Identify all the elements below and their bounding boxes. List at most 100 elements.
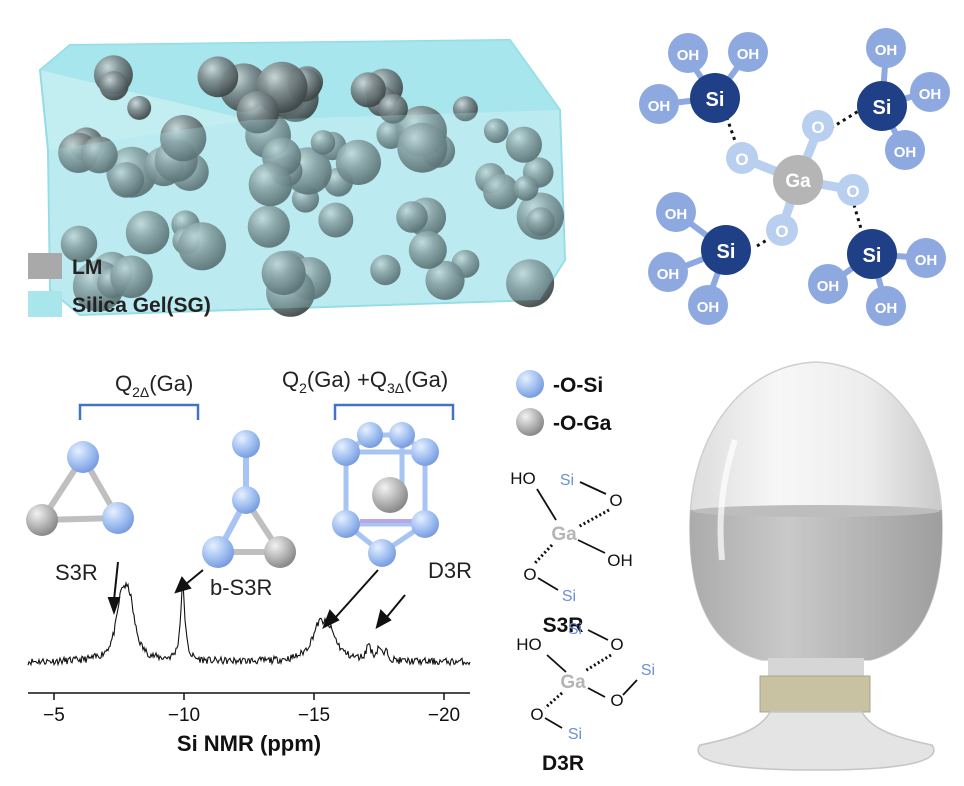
svg-text:Si: Si bbox=[560, 472, 574, 489]
svg-text:Ga: Ga bbox=[560, 672, 586, 693]
bond-o-si2 bbox=[830, 102, 871, 130]
svg-text:OH: OH bbox=[737, 46, 760, 63]
bracket-label-q2-q3d: Q2(Ga) +Q3Δ(Ga) bbox=[282, 367, 448, 396]
atom-legend-si-ball bbox=[516, 370, 544, 398]
scheme-d3r: Si O HO Ga O Si O Si D3R bbox=[516, 621, 655, 775]
atom-legend: -O-Si -O-Ga bbox=[516, 370, 612, 436]
assignment-arrows bbox=[107, 561, 406, 630]
lm-sphere bbox=[60, 225, 98, 263]
svg-text:Si: Si bbox=[717, 241, 736, 263]
bottle-neck bbox=[768, 658, 864, 676]
svg-text:OH: OH bbox=[875, 42, 898, 59]
svg-text:Ga: Ga bbox=[551, 524, 577, 545]
x-tick-label: −10 bbox=[168, 705, 200, 726]
svg-text:O: O bbox=[775, 222, 788, 241]
svg-text:Si: Si bbox=[568, 726, 582, 743]
o-1: O bbox=[726, 142, 758, 174]
lm-sphere bbox=[99, 71, 129, 101]
svg-text:OH: OH bbox=[919, 86, 942, 103]
lm-sphere bbox=[247, 205, 290, 248]
cluster-label-s3r: S3R bbox=[55, 560, 98, 585]
cluster-b-s3r bbox=[202, 430, 296, 568]
bottle-stopper bbox=[759, 675, 871, 713]
svg-text:OH: OH bbox=[894, 144, 917, 161]
lm-sphere bbox=[483, 173, 519, 210]
lm-sphere bbox=[236, 91, 279, 134]
bracket-label-q2d: Q2Δ(Ga) bbox=[115, 371, 193, 400]
legend-label-lm: LM bbox=[72, 256, 102, 279]
x-tick-label: −5 bbox=[43, 705, 65, 726]
oh-4-2: OH bbox=[808, 264, 848, 304]
lm-sphere bbox=[370, 254, 401, 286]
lm-sphere bbox=[310, 130, 336, 155]
bracket-q2d bbox=[78, 403, 200, 420]
lm-sphere bbox=[408, 231, 447, 269]
svg-text:O: O bbox=[846, 182, 859, 201]
lm-sphere bbox=[108, 162, 145, 198]
si-1: Si bbox=[690, 73, 740, 123]
atom-legend-si-label: -O-Si bbox=[553, 374, 603, 397]
svg-text:O: O bbox=[735, 150, 748, 169]
hydroxyl-groups: OH OH OH OH OH OH OH OH OH OH OH OH bbox=[639, 28, 950, 326]
si-4: Si bbox=[847, 229, 897, 279]
bond-o-si4 bbox=[850, 197, 864, 233]
lm-sphere bbox=[178, 222, 227, 271]
svg-text:Si: Si bbox=[863, 245, 882, 267]
cluster-s3r bbox=[26, 441, 134, 536]
o-3: O bbox=[837, 174, 869, 206]
svg-text:OH: OH bbox=[657, 266, 680, 283]
scheme-s3r: Si O HO Ga OH O Si S3R bbox=[510, 469, 633, 637]
svg-text:O: O bbox=[530, 705, 543, 724]
svg-text:OH: OH bbox=[817, 278, 840, 295]
lm-sphere bbox=[125, 210, 170, 255]
svg-text:HO: HO bbox=[516, 635, 542, 654]
x-tick-label: −20 bbox=[428, 705, 460, 726]
nmr-spectrum-line bbox=[27, 581, 471, 667]
svg-text:OH: OH bbox=[607, 551, 633, 570]
liquid-metal-spheres bbox=[58, 55, 564, 317]
lm-sphere bbox=[513, 175, 539, 201]
o-4: O bbox=[766, 214, 798, 246]
powder-surface bbox=[692, 505, 940, 517]
lm-sphere bbox=[350, 72, 386, 108]
bridging-oxygens: O O O O bbox=[726, 110, 869, 246]
svg-text:O: O bbox=[609, 491, 622, 510]
lm-sphere bbox=[335, 139, 381, 185]
lm-sphere bbox=[261, 250, 306, 296]
powder-fill bbox=[689, 510, 943, 660]
svg-text:HO: HO bbox=[510, 469, 536, 488]
bracket-q2-q3d bbox=[333, 403, 455, 420]
bottle-highlight bbox=[717, 439, 738, 561]
atom-legend-ga-label: -O-Ga bbox=[553, 412, 612, 435]
svg-text:OH: OH bbox=[665, 206, 688, 223]
lm-sphere bbox=[160, 115, 207, 162]
x-axis-ticks: −5−10−15−20 bbox=[43, 693, 460, 726]
svg-text:OH: OH bbox=[915, 252, 938, 269]
oh-1-3: OH bbox=[639, 84, 679, 124]
oh-4-1: OH bbox=[906, 238, 946, 278]
legend-swatch-lm bbox=[28, 253, 62, 279]
legend-swatch-sg bbox=[28, 291, 62, 317]
lm-sphere bbox=[248, 162, 293, 207]
oh-2-1: OH bbox=[866, 28, 906, 68]
lm-sphere bbox=[80, 136, 118, 174]
scheme-title-d3r: D3R bbox=[542, 752, 584, 775]
svg-text:Si: Si bbox=[706, 89, 725, 111]
legend: LM Silica Gel(SG) bbox=[28, 253, 211, 317]
silica-gel-front-film bbox=[48, 110, 565, 315]
svg-text:Si: Si bbox=[562, 588, 576, 605]
oh-1-2: OH bbox=[728, 32, 768, 72]
oh-3-3: OH bbox=[688, 285, 728, 325]
svg-text:O: O bbox=[610, 635, 623, 654]
lm-sphere bbox=[452, 96, 478, 122]
legend-label-sg: Silica Gel(SG) bbox=[72, 294, 211, 317]
svg-text:OH: OH bbox=[648, 98, 671, 115]
atom-legend-ga-ball bbox=[516, 408, 544, 436]
ga-atom: Ga bbox=[773, 155, 823, 205]
svg-text:Si: Si bbox=[568, 621, 582, 638]
si-2: Si bbox=[857, 81, 907, 131]
lm-sphere bbox=[505, 126, 542, 163]
svg-text:Si: Si bbox=[641, 662, 655, 679]
o-2: O bbox=[802, 110, 834, 142]
